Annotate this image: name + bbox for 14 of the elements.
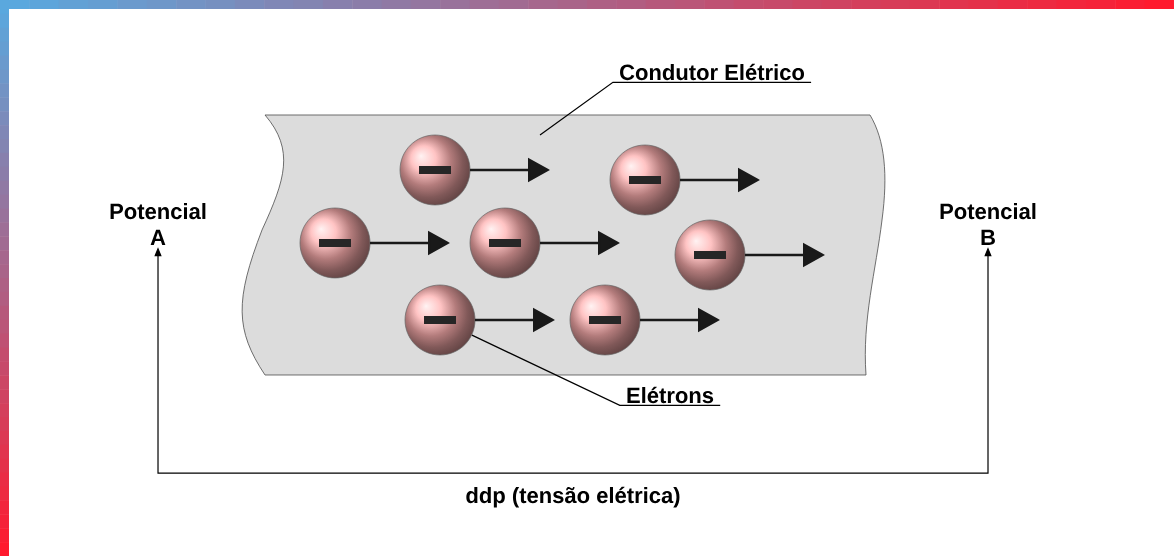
electron [609,144,681,216]
electron [299,207,371,279]
electron [674,219,746,291]
label-text: Potencial B [940,203,1036,245]
electron [469,207,541,279]
leader-line [471,334,721,406]
label-text: Potencial A [110,203,206,245]
leader-line [539,81,812,136]
edge-label: ddp (tensão elétrica) [466,486,680,508]
electron [399,134,471,206]
label-text: Condutor Elétrico [620,63,804,81]
electron [569,284,641,356]
electron [404,284,476,356]
label-text: Elétrons [627,386,714,404]
